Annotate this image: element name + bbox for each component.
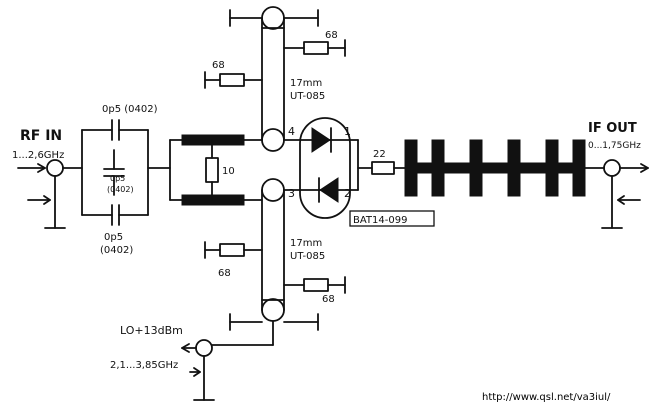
cap-mid-label-b: (0402) [107, 185, 134, 194]
lo-input-port [181, 339, 274, 401]
if-out-label: IF OUT [588, 121, 637, 136]
rf-input-port [17, 159, 83, 229]
pin-3-label: 3 [288, 187, 295, 200]
cable-top-label-b: UT-085 [290, 91, 325, 102]
diode-part-box [349, 210, 435, 227]
res-22-label: 22 [373, 149, 386, 160]
res-68-left-top-label: 68 [212, 60, 225, 71]
coax-cable-top [204, 6, 346, 152]
cable-bottom-label-a: 17mm [290, 238, 322, 249]
cable-bottom-label-b: UT-085 [290, 251, 325, 262]
lo-range-label: 2,1...3,85GHz [110, 360, 178, 371]
rf-in-range-label: 1...2,6GHz [12, 150, 64, 161]
coax-cable-bottom [204, 178, 346, 346]
cable-top-label-a: 17mm [290, 78, 322, 89]
diode-pair [299, 117, 373, 219]
res-10-label: 10 [222, 166, 235, 177]
pin-1-label: 1 [344, 125, 351, 138]
if-output-port [601, 159, 649, 229]
rf-in-label: RF IN [20, 128, 62, 144]
if-out-range-label: 0...1,75GHz [588, 141, 641, 151]
input-capacitor-network [81, 119, 171, 226]
pin-4-label: 4 [288, 125, 295, 138]
cap-bot-label-a: 0p5 [104, 232, 123, 243]
cap-mid-label-a: 0p5 [110, 174, 125, 183]
source-url: http://www.qsl.net/va3iul/ [482, 392, 611, 403]
pin-2-label: 2 [344, 187, 351, 200]
res-68-left-bottom-label: 68 [218, 268, 231, 279]
res-68-right-bottom-label: 68 [322, 294, 335, 305]
lo-level-label: LO+13dBm [120, 324, 183, 337]
input-balun [169, 134, 263, 206]
diode-part-label: BAT14-099 [353, 215, 407, 226]
cap-bot-label-b: (0402) [100, 245, 133, 256]
cap-top-label: 0p5 (0402) [102, 104, 158, 115]
res-68-right-top-label: 68 [325, 30, 338, 41]
if-lowpass-filter [371, 139, 605, 197]
